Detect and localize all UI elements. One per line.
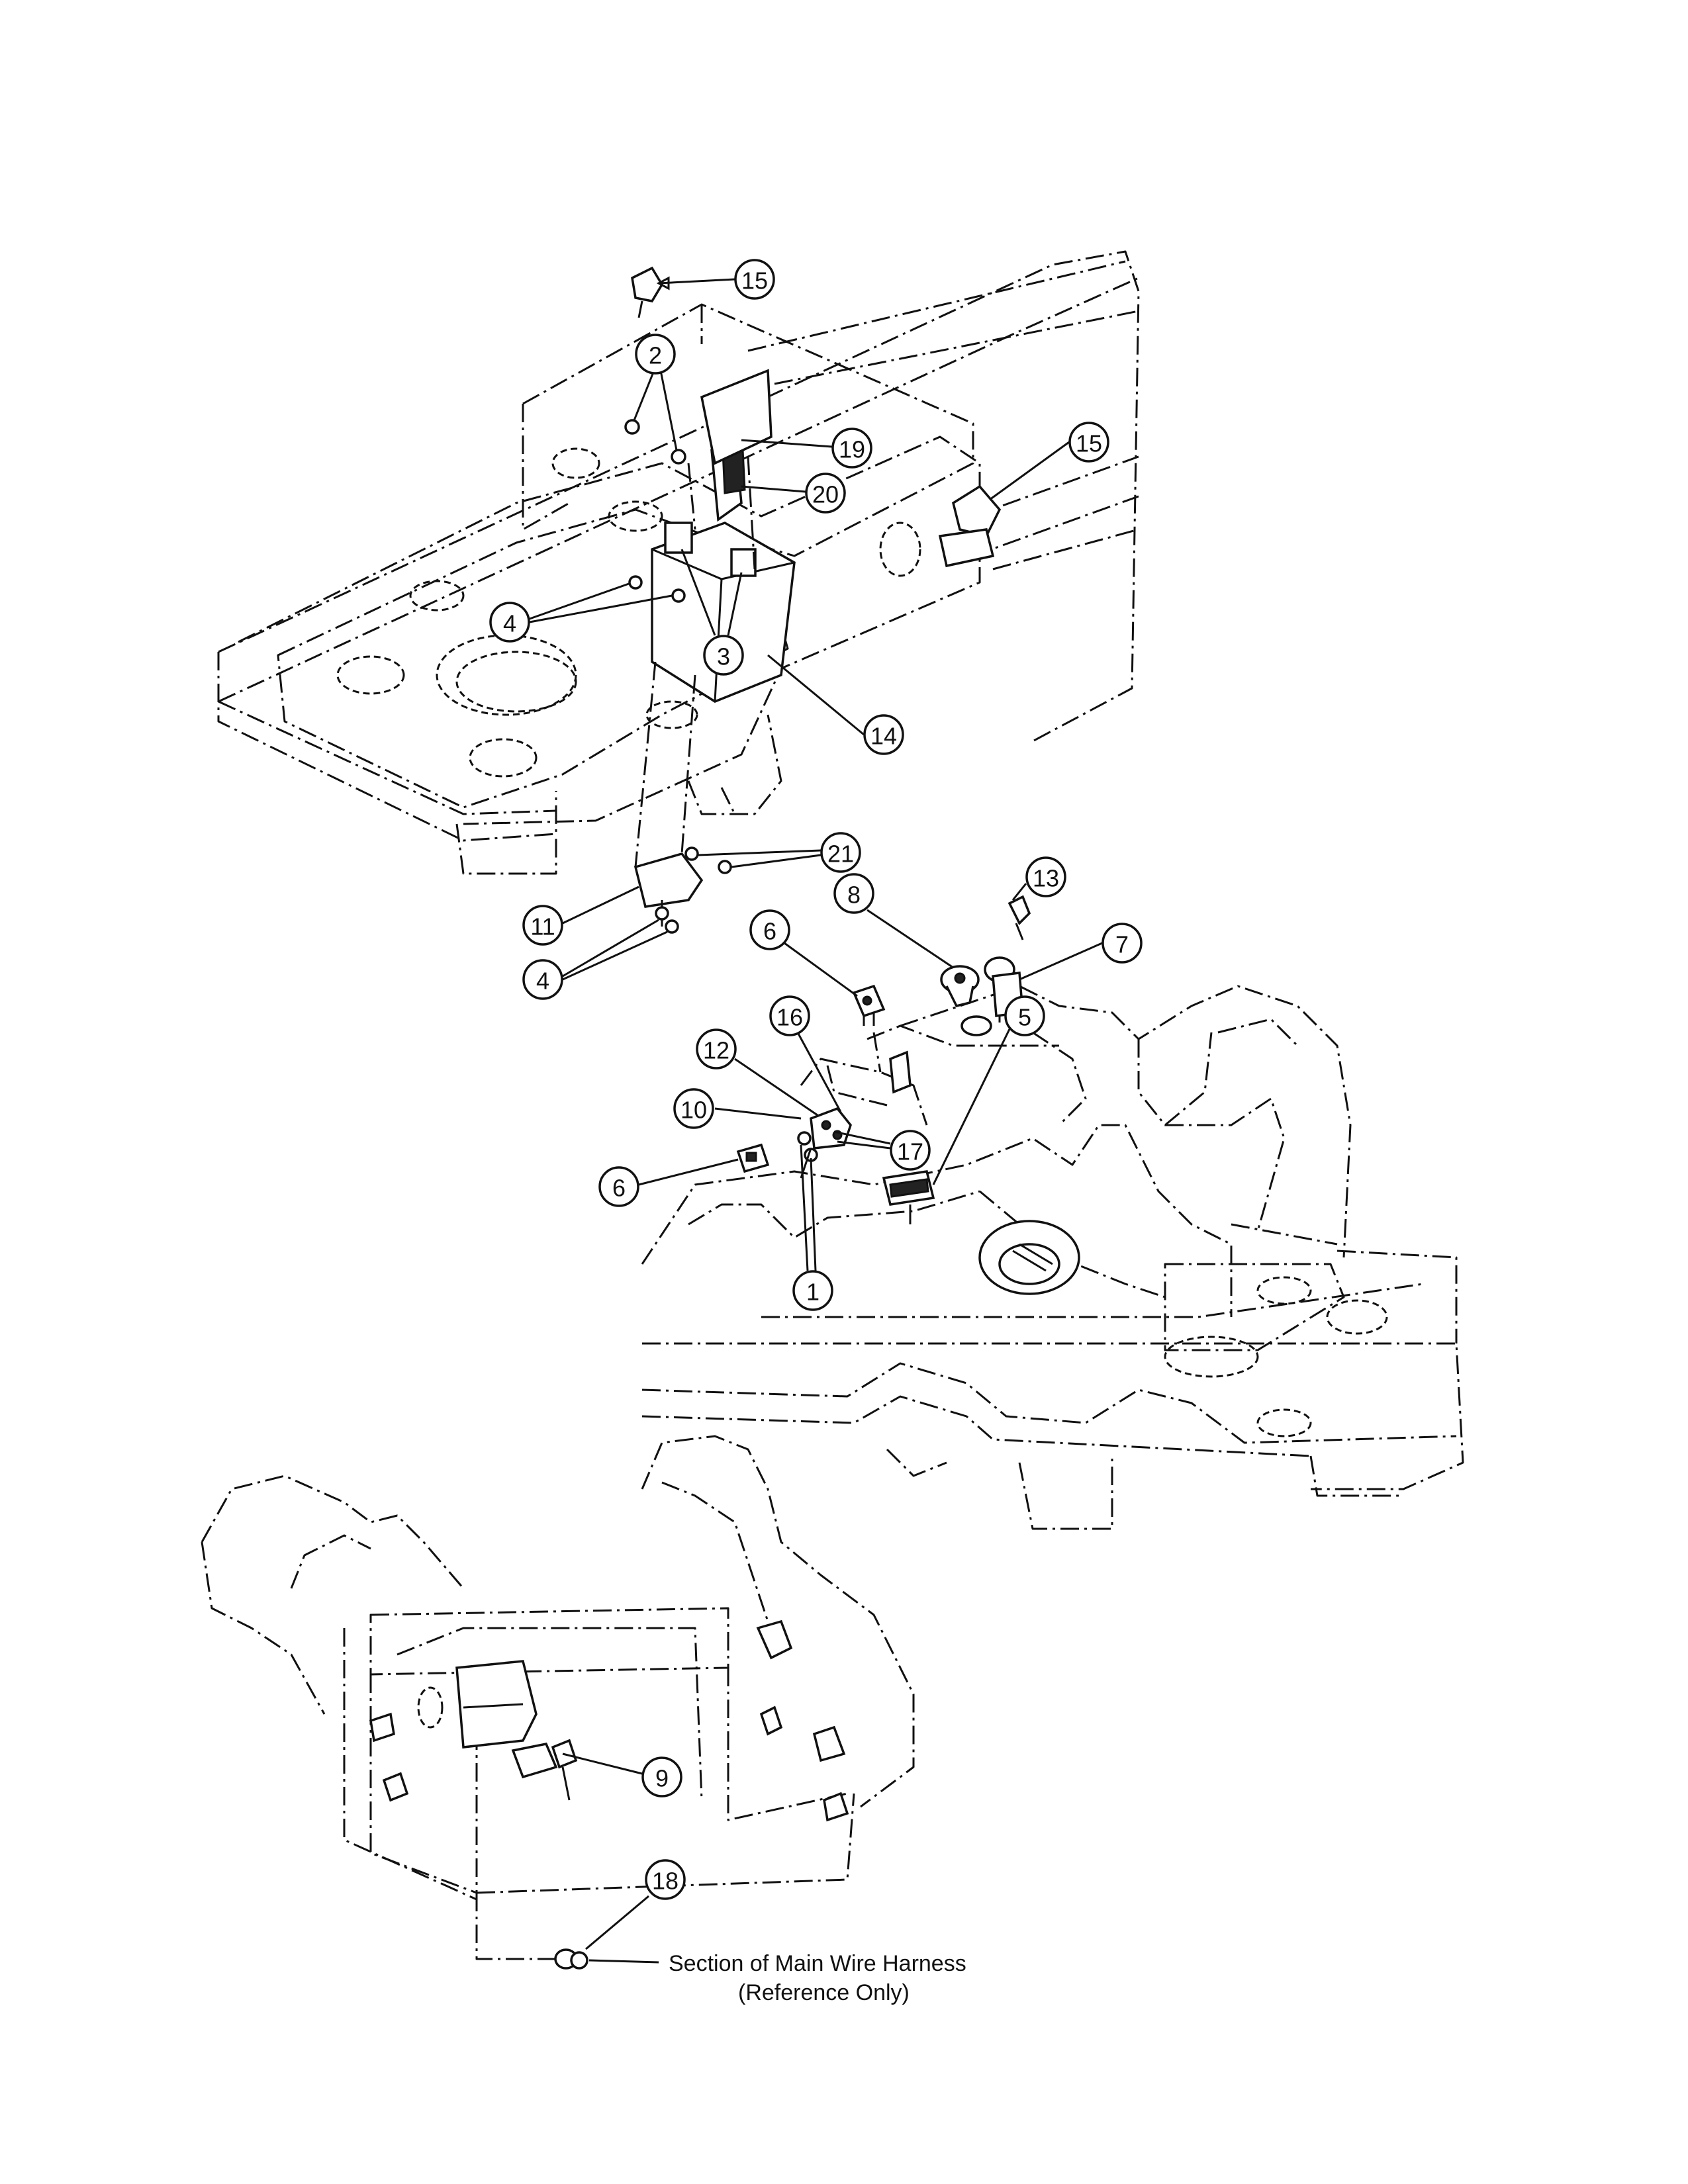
callout-14: 14: [863, 714, 904, 755]
callout-label: 13: [1033, 865, 1059, 892]
callout-label: 3: [717, 643, 730, 670]
callout-12: 12: [696, 1028, 737, 1069]
callout-16: 16: [769, 995, 810, 1036]
callout-label: 9: [655, 1765, 669, 1792]
callout-20: 20: [805, 473, 846, 514]
leader-lines: [529, 276, 1103, 1964]
harness-caption: Section of Main Wire Harness (Reference …: [669, 1951, 966, 2005]
callout-label: 20: [812, 481, 839, 508]
callout-label: 15: [1076, 430, 1102, 457]
callout-label: 1: [806, 1279, 820, 1306]
callout-label: 4: [536, 968, 549, 995]
callout-21: 21: [820, 832, 861, 873]
frame-battery-assembly: [217, 250, 1140, 934]
callout-10: 10: [673, 1088, 714, 1129]
callout-label: 4: [503, 610, 516, 637]
callout-label: 8: [847, 882, 861, 909]
callout-label: 2: [649, 342, 662, 369]
callout-label: 18: [652, 1868, 679, 1895]
callout-label: 6: [763, 918, 776, 945]
callout-label: 12: [703, 1037, 729, 1064]
caption-line-1: Section of Main Wire Harness: [669, 1951, 966, 1976]
callout-1: 1: [792, 1270, 833, 1311]
callout-6-lower: 6: [598, 1166, 639, 1207]
callout-3: 3: [703, 635, 744, 676]
callout-19: 19: [831, 428, 872, 469]
callout-label: 5: [1018, 1004, 1031, 1031]
callout-label: 14: [870, 723, 897, 750]
callout-label: 10: [680, 1097, 707, 1124]
rear-seat-assembly: [201, 1435, 915, 1970]
callout-label: 15: [741, 267, 768, 295]
callout-4-upper: 4: [489, 602, 530, 643]
callouts: 15 2 19 15 20 4 3 14: [489, 259, 1143, 1900]
callout-label: 19: [839, 436, 865, 463]
callout-7: 7: [1102, 923, 1143, 964]
callout-6-upper: 6: [749, 909, 790, 950]
fender-dash-assembly: [641, 895, 1464, 1530]
callout-label: 6: [612, 1175, 626, 1202]
callout-label: 7: [1115, 931, 1129, 958]
callout-5: 5: [1004, 995, 1045, 1036]
callout-4-lower: 4: [522, 959, 563, 1000]
callout-18: 18: [645, 1859, 686, 1900]
callout-8: 8: [833, 873, 874, 914]
callout-13: 13: [1025, 856, 1066, 897]
caption-line-2: (Reference Only): [738, 1980, 910, 2005]
callout-9: 9: [641, 1756, 682, 1797]
callout-label: 17: [897, 1138, 923, 1165]
callout-label: 11: [530, 913, 555, 940]
callout-11: 11: [522, 905, 563, 946]
callout-label: 16: [776, 1004, 803, 1031]
callout-label: 21: [827, 841, 854, 868]
callout-17: 17: [890, 1130, 931, 1171]
callout-15-upper: 15: [734, 259, 775, 300]
callout-2: 2: [635, 334, 676, 375]
callout-15-right: 15: [1068, 422, 1109, 463]
